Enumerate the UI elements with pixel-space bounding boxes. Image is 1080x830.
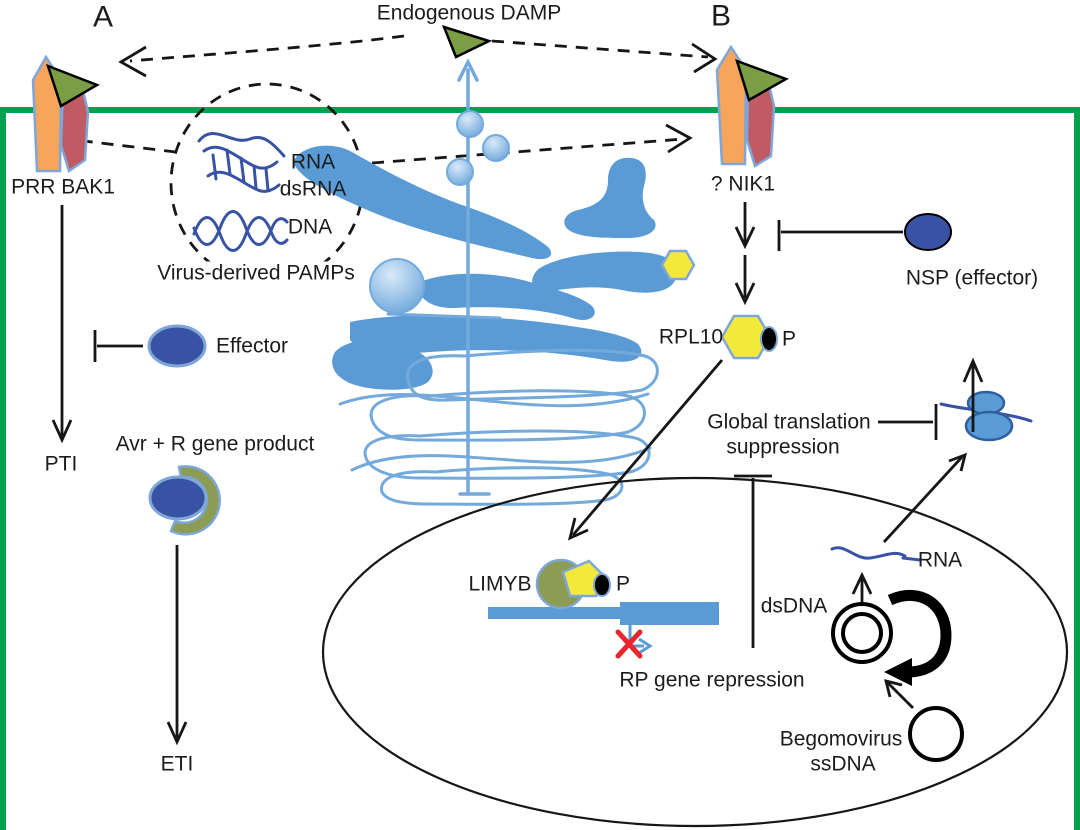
damp-triangle-a-icon (45, 63, 100, 108)
dsdna-label: dsDNA (760, 594, 828, 618)
ribosome-icon (939, 390, 1033, 442)
effector-label: Effector (216, 334, 288, 358)
begomovirus-label: Begomovirus (779, 727, 903, 751)
phospho-dot-icon (593, 573, 611, 597)
global-translation-label: Global translation (707, 410, 871, 434)
viral-rna-squiggle-icon (830, 546, 907, 560)
damp-dashed-arrows (40, 34, 718, 165)
rpl10-p-label: P (781, 327, 797, 351)
avr-r-label: Avr + R gene product (115, 432, 315, 456)
ribosome-to-nsp-arrow (962, 357, 984, 432)
suppression-label: suppression (726, 435, 840, 459)
panel-b-label: B (710, 0, 732, 33)
endogenous-damp-label: Endogenous DAMP (376, 1, 562, 25)
rp-gene-icon (488, 602, 719, 659)
nik1-label: ? NIK1 (710, 172, 776, 196)
limyb-p-label: P (615, 572, 631, 596)
rna-label: RNA (290, 150, 336, 174)
effector-oval-icon (147, 324, 207, 368)
red-x-icon (615, 629, 643, 659)
rp-gene-repression-label: RP gene repression (619, 668, 805, 692)
dsrna-label: dsRNA (279, 177, 347, 201)
rpl10-phospho-icon (720, 314, 778, 360)
rpl10-label: RPL10 (658, 325, 724, 349)
nsp-label: NSP (effector) (905, 266, 1039, 290)
r-protein-icon (148, 465, 221, 536)
nucleus-icon (321, 476, 1069, 828)
golgi-er-icon (293, 145, 677, 506)
panel-a-arrows (51, 205, 188, 746)
endogenous-damp-icon (441, 25, 493, 59)
free-rpl10-hexagon-icon (660, 249, 696, 281)
suppression-inhibition-lines (734, 404, 938, 648)
rna-squiggle-icon (197, 132, 286, 158)
virus-pamps-label: Virus-derived PAMPs (157, 261, 355, 285)
limyb-label: LIMYB (468, 572, 532, 596)
dsrna-icon (202, 145, 281, 193)
receptor-b-icon (715, 44, 789, 168)
begomovirus-cycle-icon (830, 452, 968, 762)
dna-helix-icon (192, 210, 289, 252)
rolling-circle-arrow-icon (884, 589, 952, 686)
pti-label: PTI (44, 452, 78, 476)
dna-label: DNA (287, 215, 333, 239)
limyb-complex-icon (535, 558, 611, 610)
nuclear-rna-label: RNA (917, 548, 963, 572)
plasma-membrane-icon (0, 107, 1080, 830)
panel-b-arrows (734, 202, 903, 306)
avr-oval-icon (148, 475, 208, 521)
secretion-arrow-icon (446, 58, 510, 496)
nsp-oval-icon (904, 213, 952, 251)
rpl10-to-limyb-arrow (567, 359, 724, 541)
ssdna-circle-icon (908, 706, 964, 762)
ssdna-label: ssDNA (810, 752, 876, 776)
prr-bak1-label: PRR BAK1 (11, 175, 115, 199)
receptor-a-icon (31, 54, 100, 173)
damp-triangle-b-icon (735, 58, 789, 102)
eti-label: ETI (160, 752, 194, 776)
panel-a-label: A (92, 0, 114, 34)
